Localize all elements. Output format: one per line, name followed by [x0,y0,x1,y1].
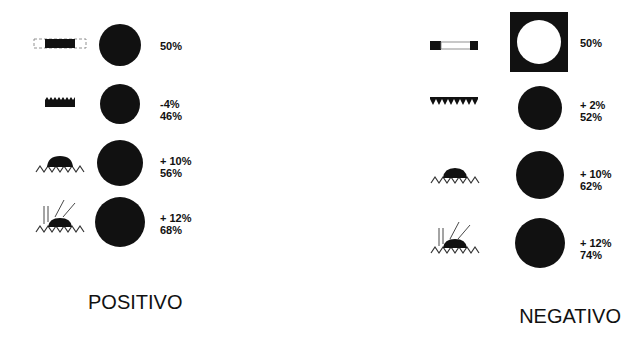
film-block [470,41,478,50]
percent-label: + 10% 56% [160,155,200,179]
ink-dot [47,156,73,167]
film-outline [34,39,86,48]
film-icon [34,39,86,48]
negative-plate-icon [430,97,478,105]
dot [97,140,143,186]
film-block [430,41,441,50]
percent-label: + 12% 68% [160,212,200,236]
ink-dot [48,218,72,227]
column-heading: NEGATIVO [519,304,621,328]
optical-gain-icon [431,222,479,253]
negative-film-icon [430,41,478,50]
dot [100,84,140,124]
press-dot-icon [36,156,84,172]
negative-hole [517,20,561,64]
dot [516,151,564,199]
percent-label: + 2% 52% [580,99,620,123]
percent-label: 50% [160,40,200,52]
percent-label: 50% [580,37,620,49]
percent-label: -4% 46% [160,98,200,122]
rough-dot-icon [45,97,75,107]
dot [518,86,562,130]
dot [99,24,141,66]
film-clear [441,42,471,49]
dot [515,218,565,268]
light-rays [44,200,75,224]
press-dot-icon [431,168,479,183]
plate-dot [45,97,75,107]
negative-square [510,12,568,72]
dots [95,12,568,268]
percent-label: + 10% 62% [580,168,620,192]
dot [95,197,145,247]
light-rays [439,222,470,246]
percent-label: + 12% 74% [580,237,620,261]
plate-dot [430,97,478,105]
column-heading: POSITIVO [88,290,182,314]
film-dot [45,39,75,48]
ink-dot [443,239,467,248]
ink-dot [443,168,467,178]
optical-gain-icon [36,200,84,232]
